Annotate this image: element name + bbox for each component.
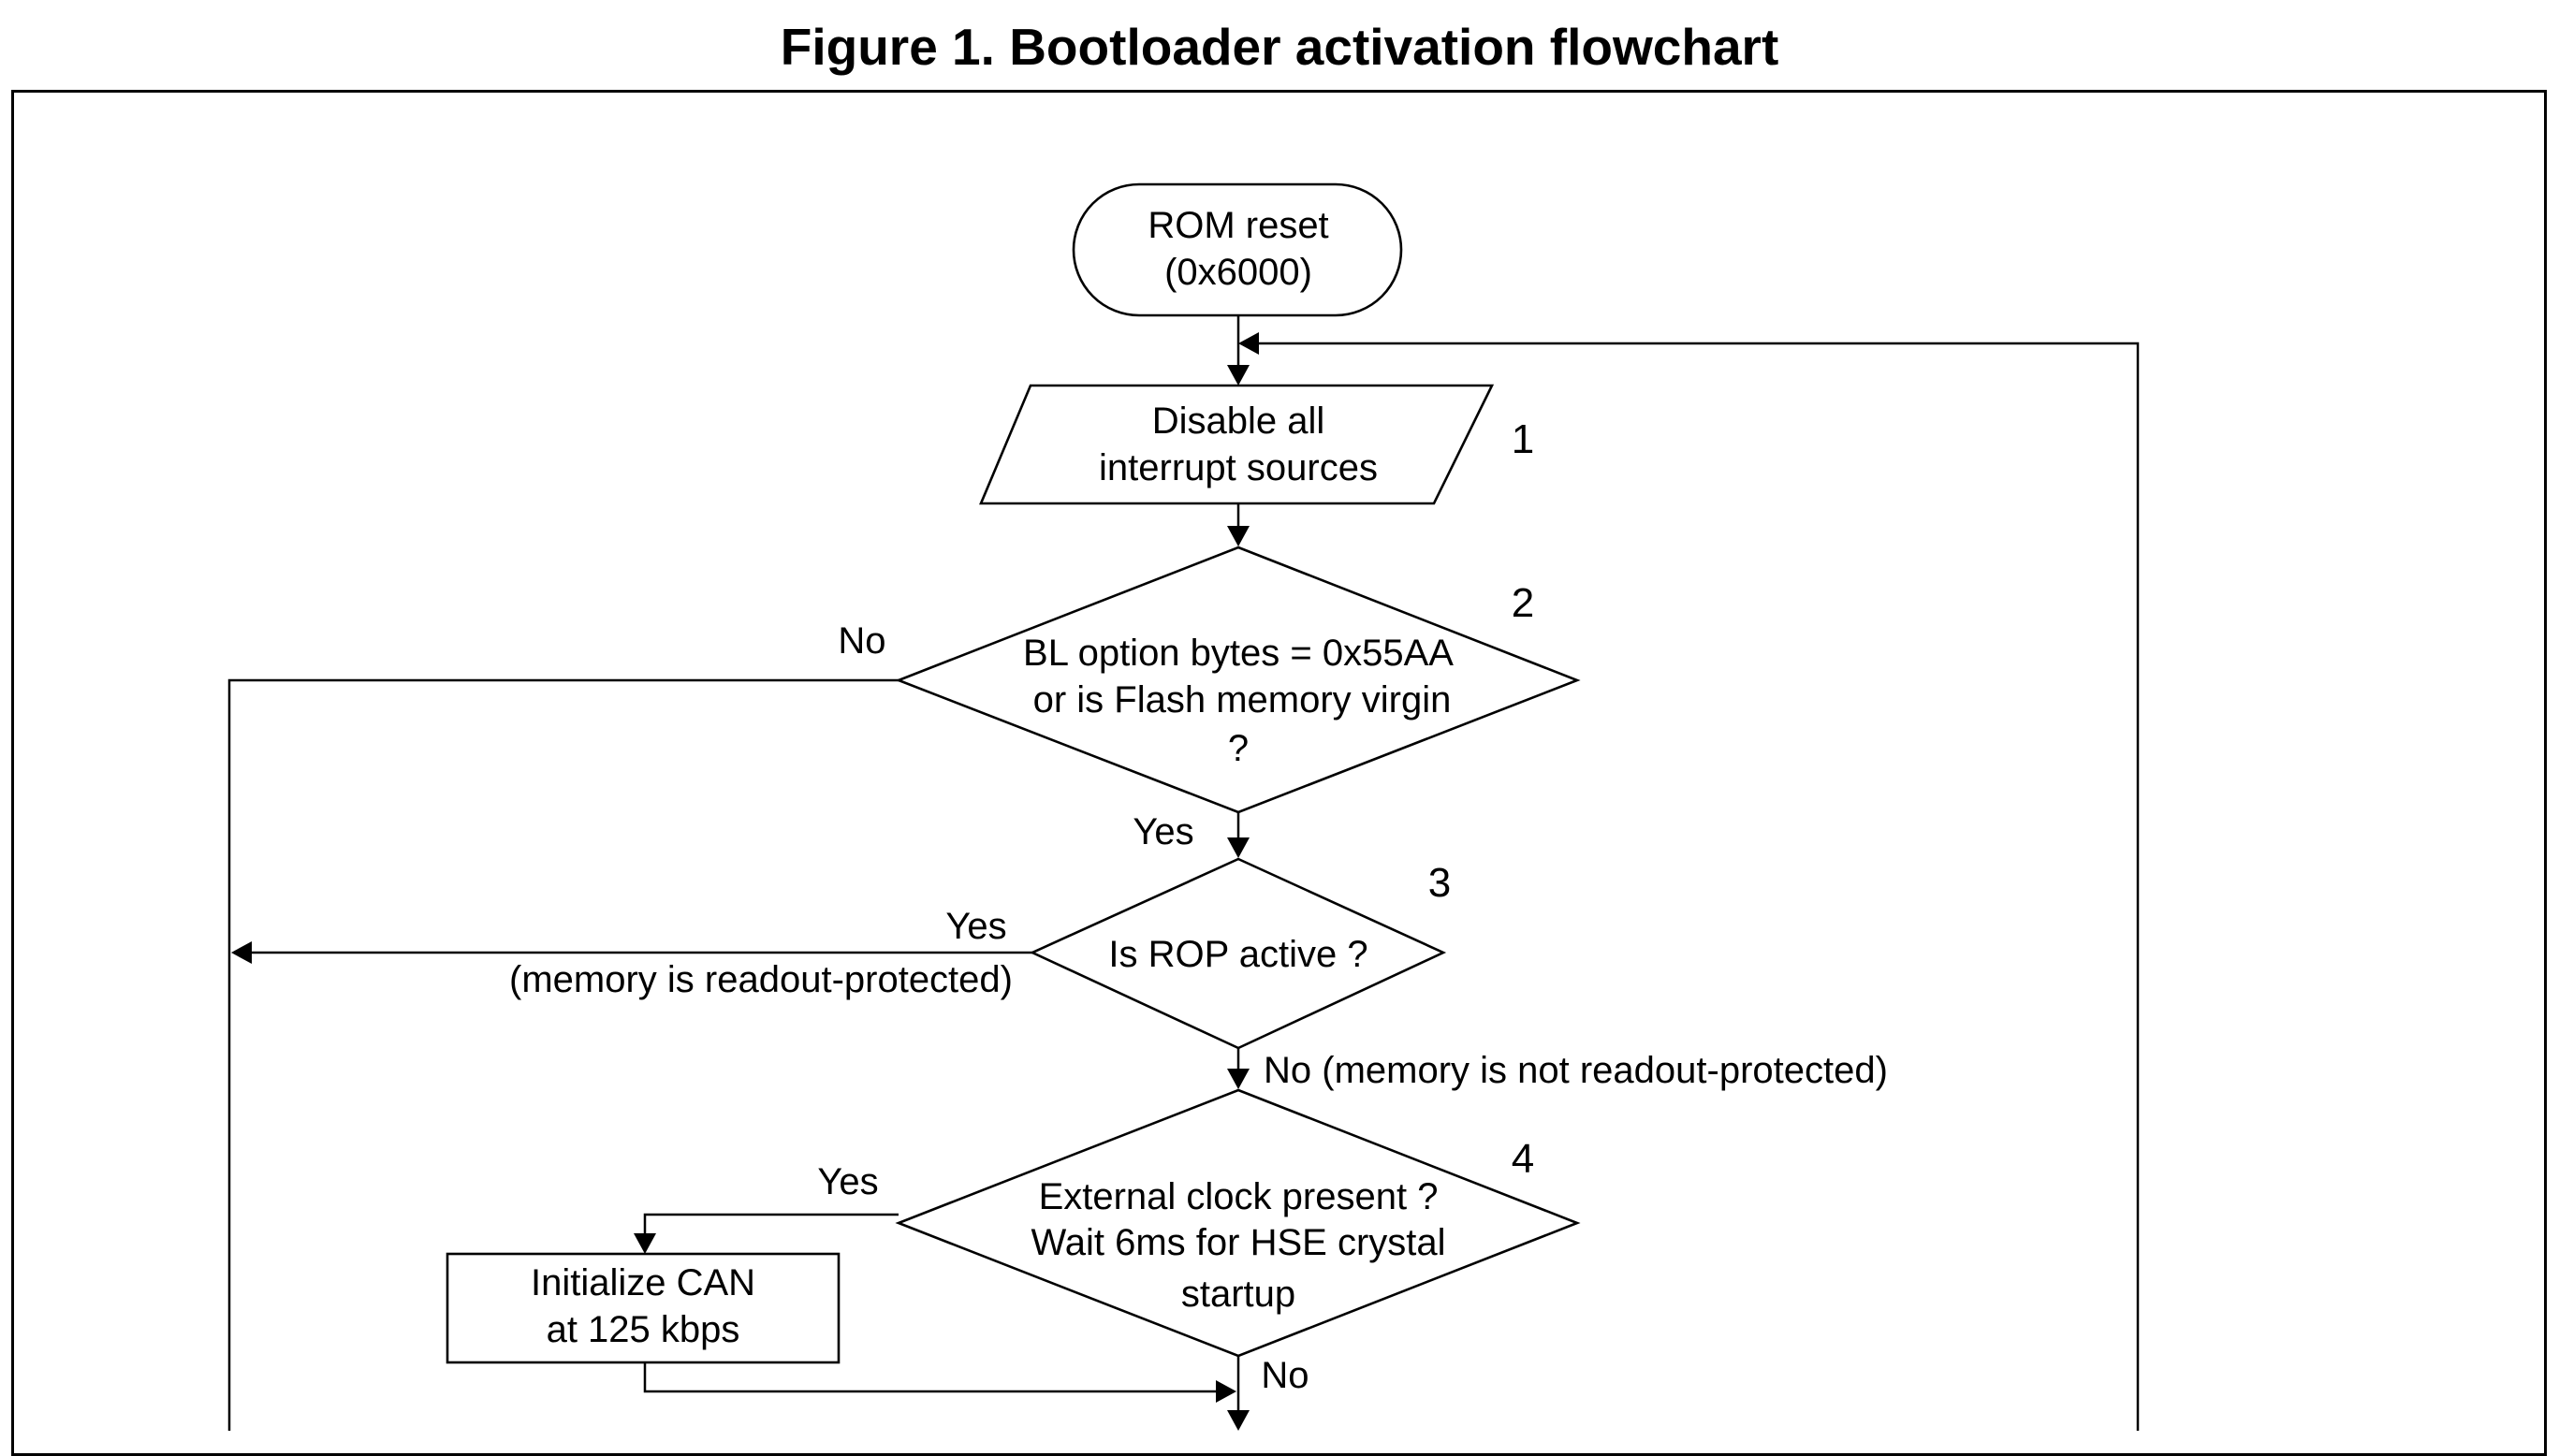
figure-title: Figure 1. Bootloader activation flowchar… xyxy=(780,18,1779,76)
edge-label-clock-yes: Yes xyxy=(817,1161,878,1202)
external-clock-line2: Wait 6ms for HSE crystal xyxy=(1031,1222,1445,1263)
step-number-3: 3 xyxy=(1428,860,1451,906)
bl-option-decision xyxy=(895,546,1581,814)
disable-interrupts-line1: Disable all xyxy=(1152,400,1325,442)
step-number-4: 4 xyxy=(1512,1136,1534,1182)
connectors xyxy=(227,315,2140,1431)
init-can-line2: at 125 kbps xyxy=(547,1309,740,1350)
arrow-down-icon xyxy=(634,1233,656,1254)
arrow-down-icon xyxy=(1227,837,1250,858)
connector-can-out xyxy=(643,1361,1220,1393)
rop-decision xyxy=(1029,857,1447,1050)
step-number-1: 1 xyxy=(1512,416,1534,462)
rom-reset-line1: ROM reset xyxy=(1148,205,1328,246)
bl-option-line1: BL option bytes = 0x55AA xyxy=(1023,633,1454,674)
edge-label-bl-no: No xyxy=(838,620,885,662)
arrow-down-icon xyxy=(1227,1069,1250,1089)
arrow-right-icon xyxy=(1216,1380,1236,1403)
arrow-left-icon xyxy=(1238,332,1259,355)
arrow-down-icon xyxy=(1227,1410,1250,1431)
connector-loop-return xyxy=(1254,342,2140,1431)
rom-reset-line2: (0x6000) xyxy=(1164,252,1312,293)
disable-interrupts-line2: interrupt sources xyxy=(1099,447,1378,488)
rop-line1: Is ROP active ? xyxy=(1108,934,1367,975)
disable-interrupts-io xyxy=(979,384,1495,505)
connector-bl-no xyxy=(227,678,899,1431)
init-can-process xyxy=(446,1252,841,1364)
arrow-down-icon xyxy=(1227,365,1250,386)
connector-clock-yes xyxy=(643,1213,899,1233)
step-number-2: 2 xyxy=(1512,580,1534,626)
edge-label-rop-no: No (memory is not readout-protected) xyxy=(1264,1050,1888,1091)
edge-label-bl-yes: Yes xyxy=(1133,811,1193,852)
edge-label-rop-yes-note: (memory is readout-protected) xyxy=(509,959,1013,1000)
bl-option-line3: ? xyxy=(1228,728,1249,769)
edge-label-rop-yes: Yes xyxy=(945,906,1006,947)
edge-label-clock-no: No xyxy=(1261,1355,1309,1396)
external-clock-line1: External clock present ? xyxy=(1039,1176,1439,1217)
arrowheads xyxy=(231,332,1259,1431)
rom-reset-terminator xyxy=(1072,182,1403,317)
external-clock-decision xyxy=(895,1088,1581,1358)
arrow-down-icon xyxy=(1227,526,1250,546)
arrow-left-icon xyxy=(231,941,252,964)
bl-option-line2: or is Flash memory virgin xyxy=(1033,679,1452,721)
external-clock-line3: startup xyxy=(1181,1274,1295,1315)
init-can-line1: Initialize CAN xyxy=(531,1262,755,1303)
